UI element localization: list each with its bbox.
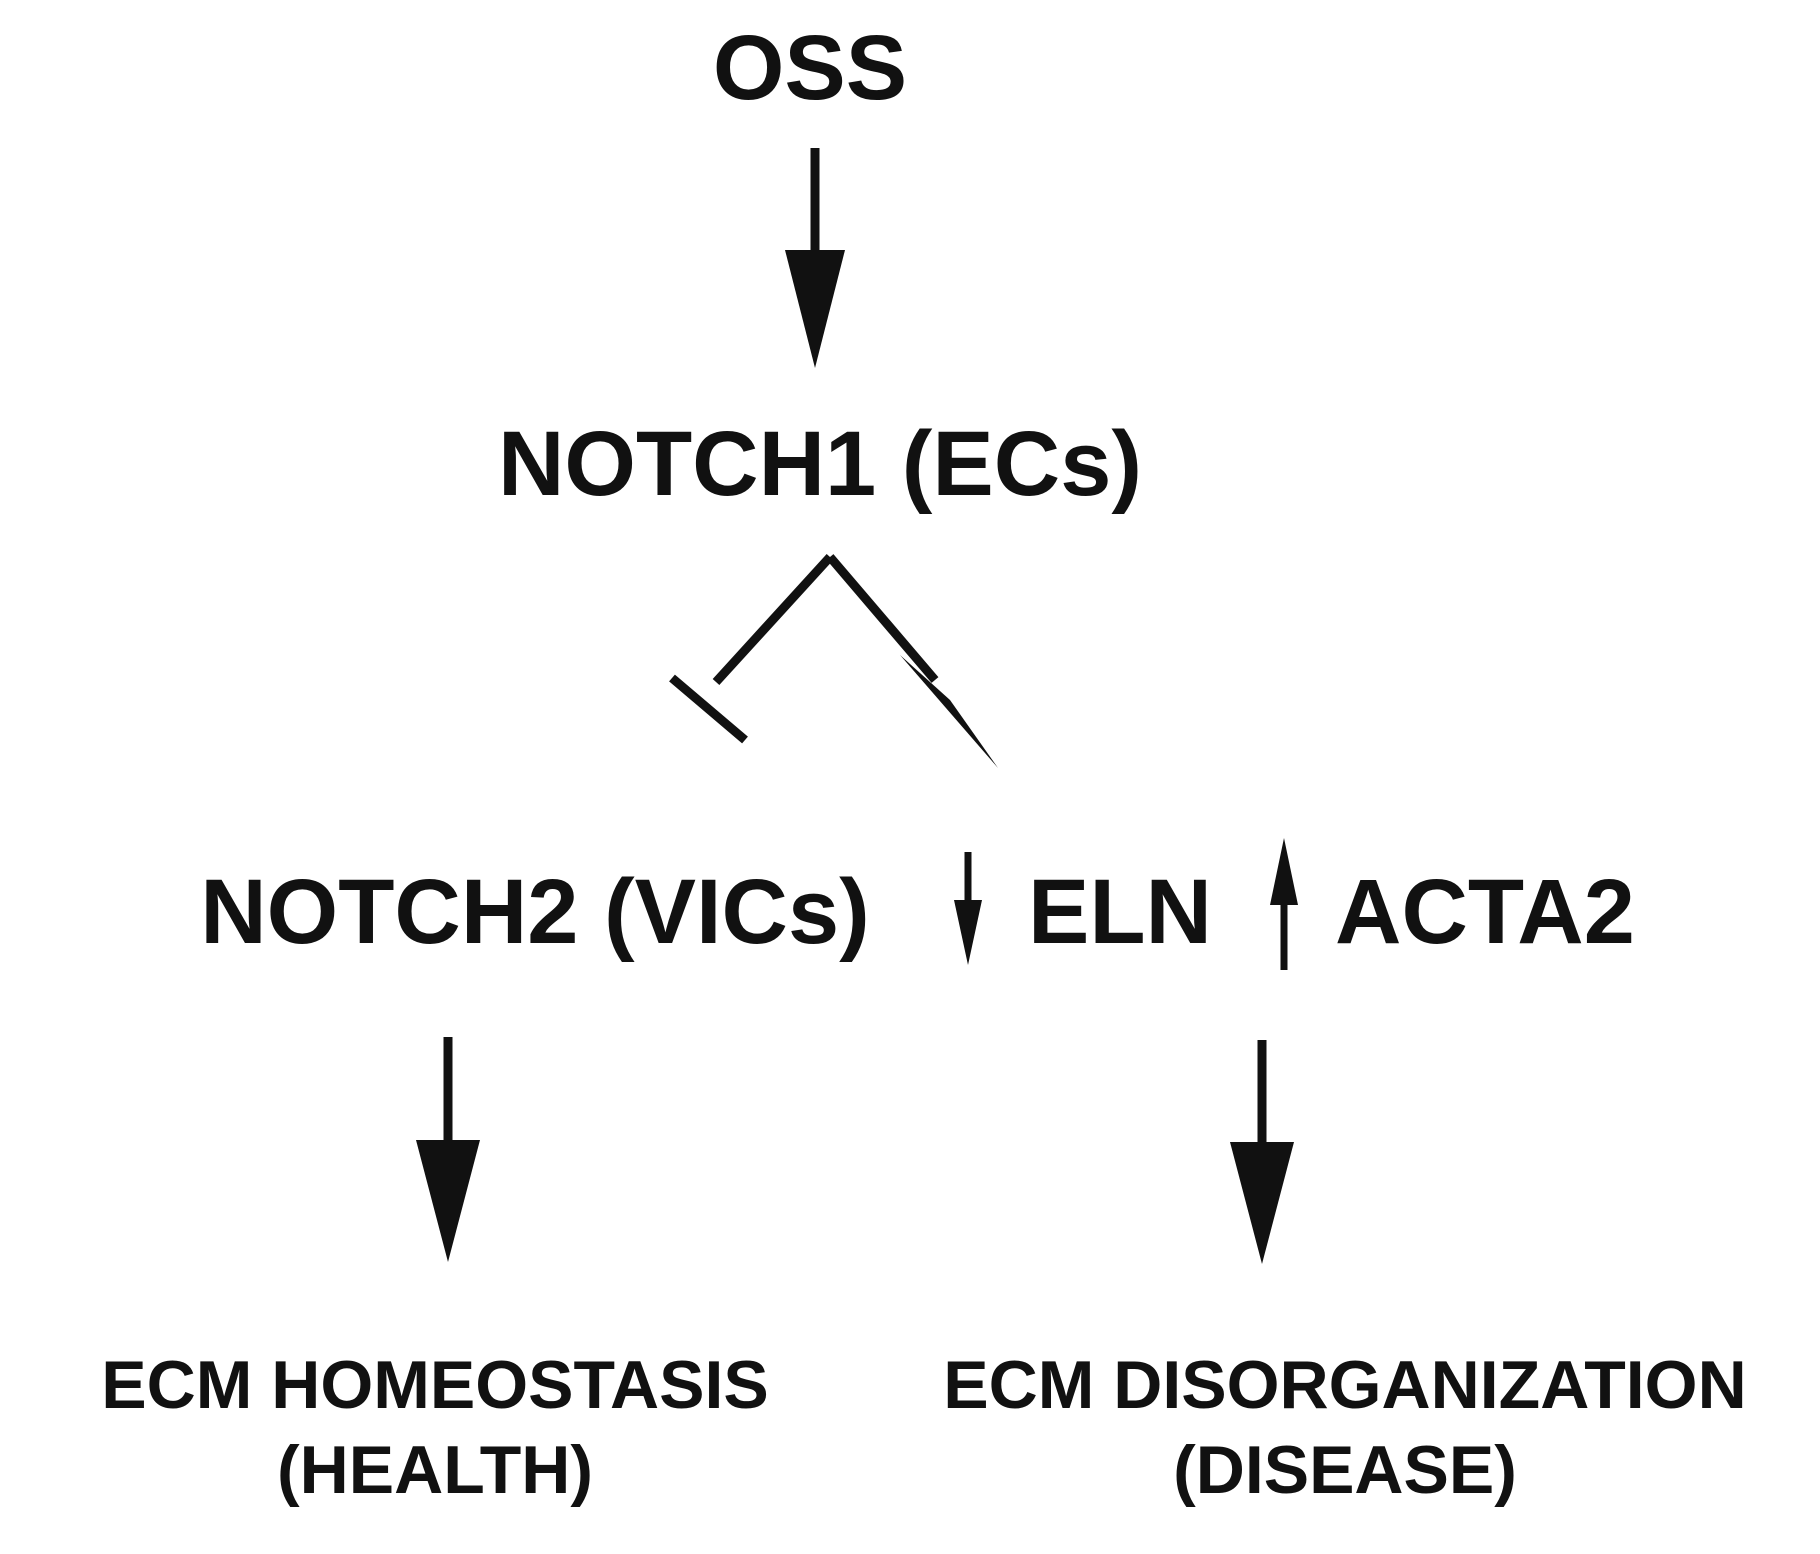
node-notch1: NOTCH1 (ECs) xyxy=(497,413,1143,515)
arrow-eln-to-disorganization xyxy=(1230,1040,1294,1264)
node-notch2: NOTCH2 (VICs) xyxy=(200,861,870,963)
arrow-notch1-to-eln xyxy=(826,554,998,768)
arrow-notch2-to-homeostasis xyxy=(416,1037,480,1262)
disorganization-line1: ECM DISORGANIZATION xyxy=(943,1347,1747,1423)
node-ecm-disorganization: ECM DISORGANIZATION (DISEASE) xyxy=(870,1343,1820,1513)
arrow-oss-to-notch1 xyxy=(785,148,845,368)
inhibition-notch1-to-notch2 xyxy=(669,553,834,744)
node-acta2: ACTA2 xyxy=(1335,861,1635,963)
node-oss: OSS xyxy=(712,17,908,119)
down-arrow-icon xyxy=(954,852,982,965)
homeostasis-line1: ECM HOMEOSTASIS xyxy=(101,1347,769,1423)
up-arrow-icon xyxy=(1270,838,1298,970)
disorganization-line2: (DISEASE) xyxy=(1173,1432,1517,1508)
homeostasis-line2: (HEALTH) xyxy=(277,1432,593,1508)
node-ecm-homeostasis: ECM HOMEOSTASIS (HEALTH) xyxy=(0,1343,870,1513)
node-eln: ELN xyxy=(1028,861,1212,963)
